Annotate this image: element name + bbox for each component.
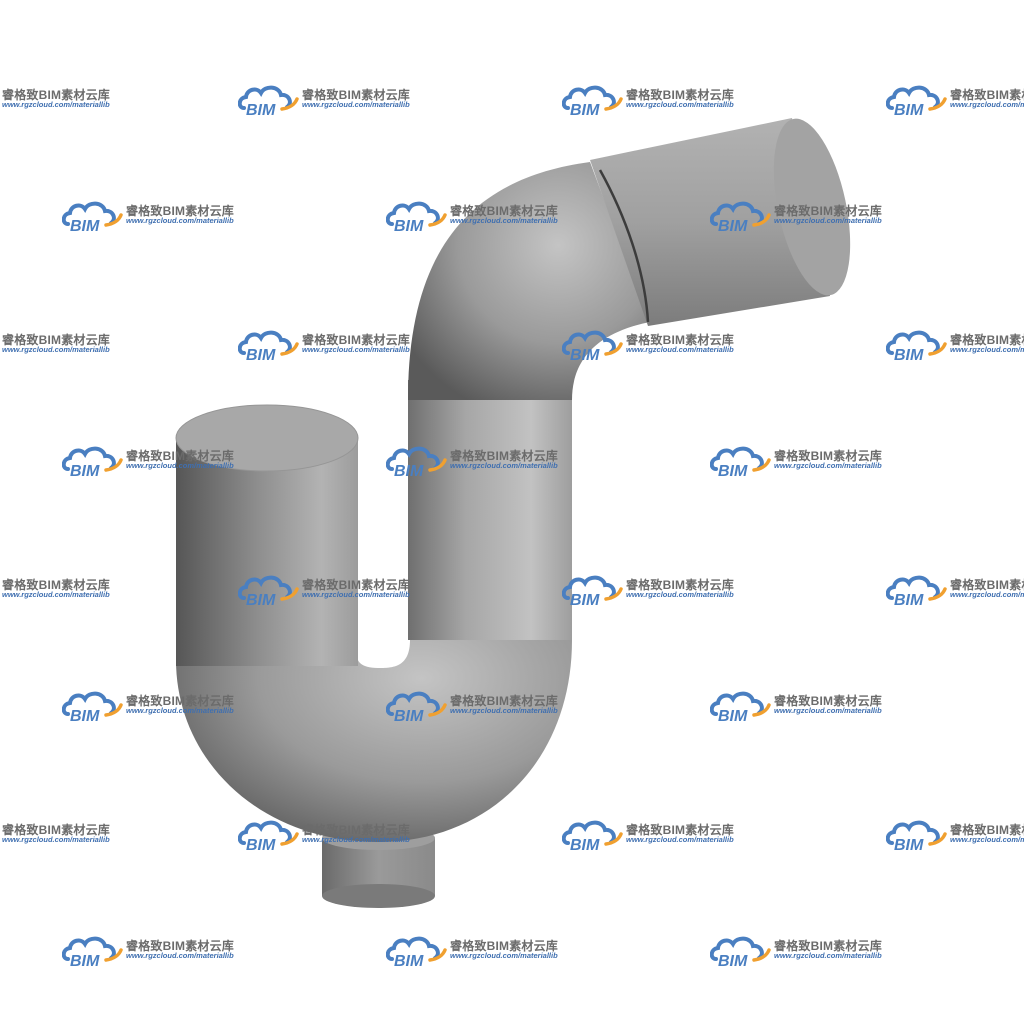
riser-pipe (408, 380, 572, 640)
inlet-cylinder (175, 404, 359, 666)
u-bend (176, 590, 572, 842)
pipe-joint-seam (598, 169, 650, 323)
